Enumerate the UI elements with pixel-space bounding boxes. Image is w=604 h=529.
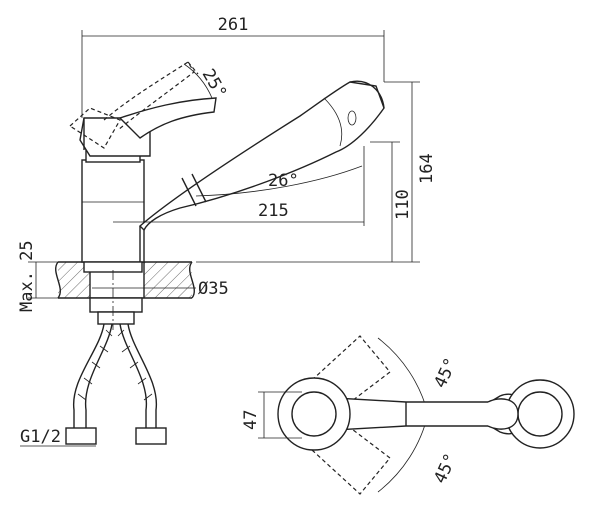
faucet-body	[81, 149, 145, 273]
height-110-label: 110	[393, 189, 413, 220]
spout-reach-label: 215	[258, 201, 289, 221]
dim-spout-reach: 215	[113, 146, 365, 226]
dim-overall-width: 261	[81, 15, 385, 118]
side-view: 261 25° 26° 215 110 164	[17, 15, 437, 447]
dim-spout-angle: 26°	[195, 165, 363, 197]
height-164-label: 164	[417, 153, 437, 184]
dim-hole-diameter: Ø35	[92, 279, 229, 299]
dim-height-164: 164	[384, 81, 437, 262]
handle-angle-label: 25°	[198, 66, 231, 103]
deck-thickness-label: Max. 25	[17, 240, 37, 312]
lever-handle	[79, 97, 217, 157]
dim-thread: G1/2	[20, 427, 96, 447]
spout-angle-label: 26°	[268, 171, 299, 191]
spout	[138, 80, 385, 262]
body-width-label: 47	[241, 410, 261, 430]
hole-diameter-label: Ø35	[198, 279, 229, 299]
overall-width-label: 261	[218, 15, 249, 35]
swivel-angle-upper-label: 45°	[430, 355, 461, 391]
supply-hoses	[65, 297, 167, 445]
swivel-angle-lower-label: 45°	[430, 450, 461, 486]
dim-deck-thickness: Max. 25	[17, 240, 58, 312]
dim-height-110: 110	[196, 141, 420, 263]
dim-handle-angle: 25°	[183, 63, 231, 103]
lever-handle-raised	[69, 61, 199, 149]
thread-label: G1/2	[20, 427, 61, 447]
dim-body-width: 47	[241, 391, 302, 439]
top-view: 47 45° 45°	[241, 335, 575, 495]
